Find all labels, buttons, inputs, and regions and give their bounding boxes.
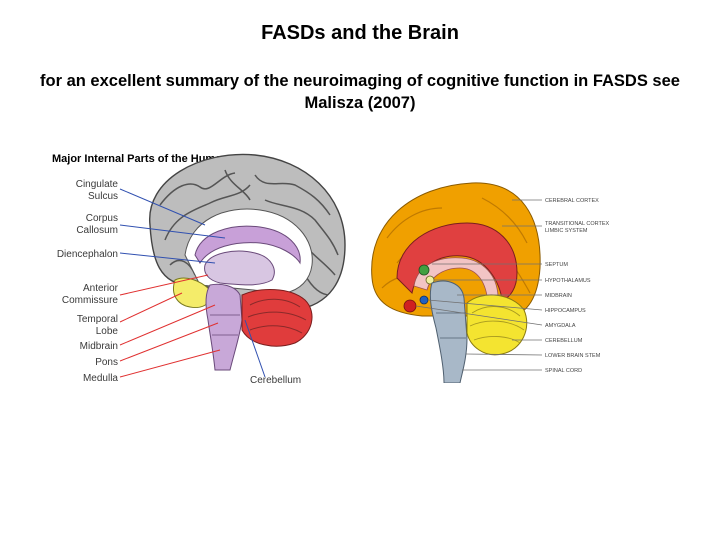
label-transitional-2: LIMBIC SYSTEM: [545, 228, 588, 234]
label-midbrain: Midbrain: [80, 341, 118, 352]
label-hypothalamus: HYPOTHALAMUS: [545, 278, 591, 284]
brain-parts-diagram: Major Internal Parts of the Human Brain: [50, 145, 350, 395]
label-midbrain-right: MIDBRAIN: [545, 293, 572, 299]
label-temporal-1: Temporal: [77, 314, 118, 325]
label-cingulate-2: Sulcus: [88, 191, 118, 202]
label-pons: Pons: [95, 357, 118, 368]
label-amygdala: AMYGDALA: [545, 323, 576, 329]
diencephalon: [204, 250, 275, 286]
corpus-callosum: [194, 225, 301, 265]
label-transitional-1: TRANSITIONAL CORTEX: [545, 221, 610, 227]
lower-brain-stem: [429, 280, 468, 383]
label-hippocampus: HIPPOCAMPUS: [545, 308, 586, 314]
label-cingulate-1: Cingulate: [76, 179, 119, 190]
label-diencephalon: Diencephalon: [57, 249, 118, 260]
label-temporal-2: Lobe: [96, 326, 119, 337]
brainstem: [205, 283, 243, 371]
label-cerebellum-right: CEREBELLUM: [545, 338, 583, 344]
limbic-system: [396, 222, 518, 301]
label-cerebellum: Cerebellum: [250, 375, 301, 386]
label-medulla: Medulla: [83, 373, 118, 384]
septum-dot: [418, 264, 430, 276]
page-subtitle: for an excellent summary of the neuroima…: [40, 72, 680, 112]
label-spinal-cord: SPINAL CORD: [545, 368, 582, 374]
label-cerebral-cortex: CEREBRAL CORTEX: [545, 198, 599, 204]
label-septum: SEPTUM: [545, 262, 568, 268]
label-anterior-1: Anterior: [83, 283, 119, 294]
page-title: FASDs and the Brain: [261, 22, 459, 44]
label-anterior-2: Commissure: [62, 295, 119, 306]
label-corpus-2: Callosum: [76, 225, 118, 236]
label-corpus-1: Corpus: [86, 213, 118, 224]
amygdala-dot: [403, 299, 417, 313]
label-lower-brain-stem: LOWER BRAIN STEM: [545, 353, 601, 359]
hippocampus-dot: [419, 295, 429, 305]
limbic-brain-diagram: CEREBRAL CORTEX TRANSITIONAL CORTEX LIMB…: [362, 178, 632, 383]
